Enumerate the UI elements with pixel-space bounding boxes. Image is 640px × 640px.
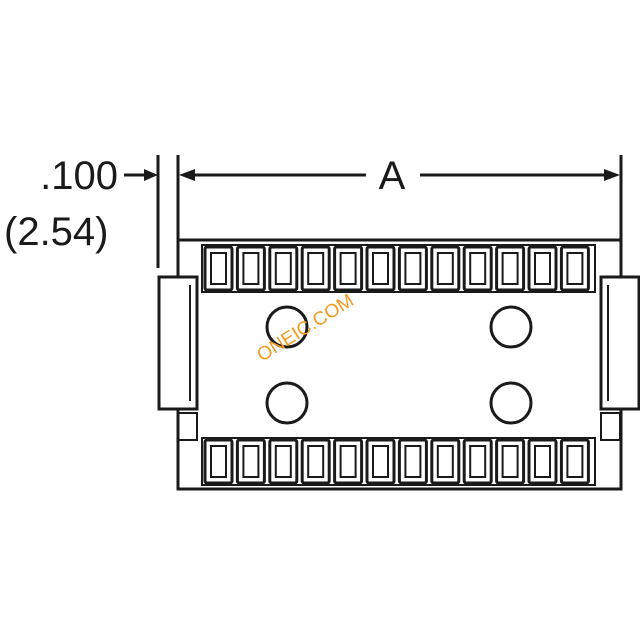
bottom-contact-row	[203, 438, 590, 485]
right-latch	[599, 275, 640, 441]
connector-body	[176, 238, 623, 491]
bottom-contact-pin	[404, 445, 422, 478]
bottom-contact-pin	[339, 445, 357, 478]
pitch-dimension-mm: (2.54)	[4, 210, 109, 254]
top-contact-slot	[268, 245, 299, 292]
top-contact-pin	[469, 252, 487, 285]
bottom-contact-pin	[307, 445, 325, 478]
top-contact-slot	[397, 245, 428, 292]
top-contact-pin	[501, 252, 519, 285]
mounting-hole-top-right	[489, 305, 533, 349]
bottom-contact-slot	[559, 438, 590, 485]
top-contact-pin	[372, 252, 389, 285]
dimension-a-label: A	[379, 154, 406, 198]
top-contact-slot	[527, 245, 558, 292]
dimension-a-arrow	[179, 169, 620, 181]
top-contact-slot	[462, 245, 493, 292]
top-contact-pin	[274, 252, 292, 285]
top-contact-pin	[339, 252, 357, 285]
top-contact-slot	[430, 245, 461, 292]
top-contact-pin	[534, 252, 551, 285]
bottom-contact-slot	[333, 438, 364, 485]
bottom-contact-slot	[527, 438, 558, 485]
top-contact-slot	[495, 245, 526, 292]
top-contact-slot	[300, 245, 331, 292]
bottom-contact-pin	[501, 445, 519, 478]
bottom-contact-pin	[469, 445, 487, 478]
bottom-contact-slot	[268, 438, 299, 485]
bottom-contact-slot	[365, 438, 396, 485]
top-contact-slot	[333, 245, 364, 292]
pitch-arrow	[124, 169, 158, 181]
bottom-contact-slot	[203, 438, 234, 485]
bottom-contact-pin	[566, 445, 584, 478]
mounting-hole-bottom-left	[265, 381, 309, 425]
mounting-hole-bottom-right	[489, 381, 533, 425]
bottom-contact-pin	[210, 445, 227, 478]
bottom-contact-pin	[274, 445, 292, 478]
top-contact-pin	[404, 252, 422, 285]
top-contact-slot	[365, 245, 396, 292]
bottom-contact-slot	[235, 438, 266, 485]
bottom-contact-pin	[436, 445, 454, 478]
top-contact-pin	[242, 252, 260, 285]
bottom-contact-slot	[462, 438, 493, 485]
bottom-contact-slot	[397, 438, 428, 485]
top-contact-row	[203, 245, 590, 292]
bottom-contact-slot	[495, 438, 526, 485]
top-contact-pin	[307, 252, 325, 285]
mounting-hole-top-left	[265, 305, 309, 349]
bottom-contact-pin	[534, 445, 551, 478]
bottom-contact-pin	[242, 445, 260, 478]
bottom-contact-slot	[300, 438, 331, 485]
left-latch	[157, 275, 199, 441]
top-contact-pin	[210, 252, 227, 285]
pitch-dimension-inch: .100	[40, 154, 118, 198]
top-contact-slot	[203, 245, 234, 292]
bottom-contact-slot	[430, 438, 461, 485]
top-contact-pin	[436, 252, 454, 285]
bottom-contact-pin	[372, 445, 389, 478]
top-contact-pin	[566, 252, 584, 285]
top-contact-slot	[559, 245, 590, 292]
top-contact-slot	[235, 245, 266, 292]
